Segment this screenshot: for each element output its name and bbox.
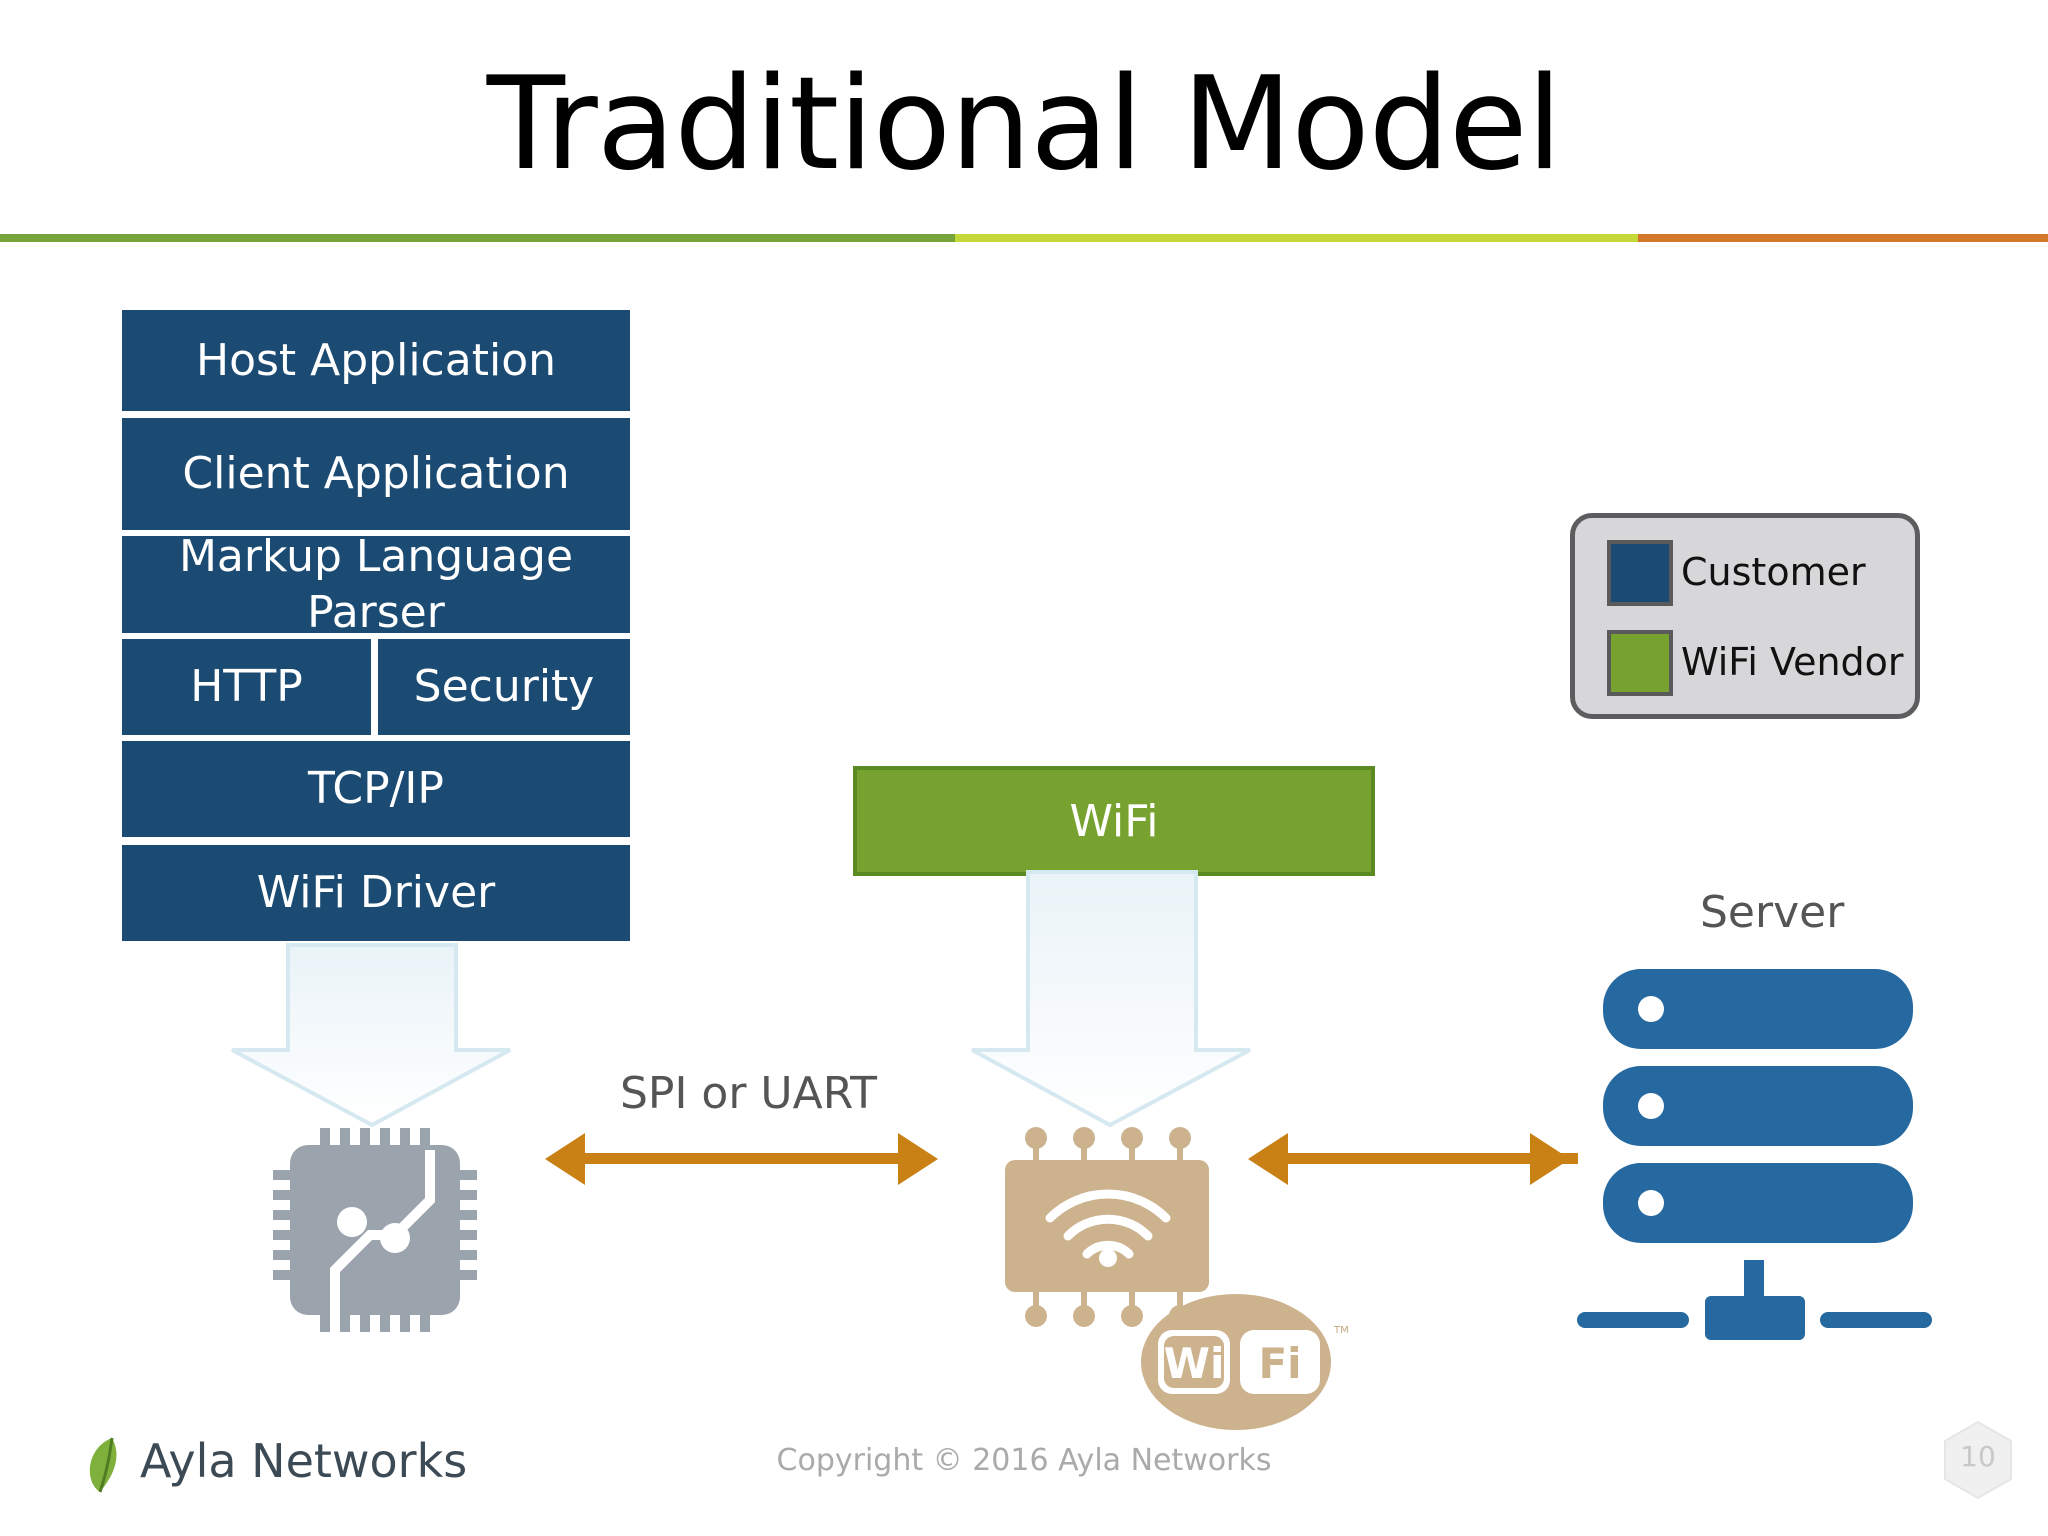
divider-orange: [1638, 234, 2048, 242]
server-label: Server: [1700, 887, 1845, 938]
down-arrow-icon: [231, 943, 511, 1128]
legend-swatch-customer: [1607, 540, 1673, 606]
mcu-chip-icon: [273, 1128, 477, 1332]
wifi-logo-text-fi: Fi: [1258, 1339, 1301, 1388]
legend: Customer WiFi Vendor: [1570, 513, 1920, 719]
client-application-label: Client Application: [182, 448, 570, 499]
page-number-badge: [1944, 1420, 2012, 1500]
http-label: HTTP: [190, 661, 303, 712]
interface-label: SPI or UART: [620, 1068, 877, 1119]
legend-swatch-wifi-vendor: [1607, 630, 1673, 696]
brand-name: Ayla Networks: [140, 1434, 468, 1488]
http-layer: HTTP: [122, 639, 371, 735]
bidirectional-arrow-icon: [1248, 1133, 1578, 1185]
host-application-layer: Host Application: [122, 310, 630, 411]
client-application-layer: Client Application: [122, 418, 630, 530]
bidirectional-arrow-icon: [545, 1133, 938, 1185]
divider-green: [0, 234, 955, 242]
tcpip-layer: TCP/IP: [122, 741, 630, 837]
divider-lime: [955, 234, 1638, 242]
security-layer: Security: [378, 639, 630, 735]
page-number: 10: [1960, 1440, 1996, 1473]
tcpip-label: TCP/IP: [308, 763, 444, 814]
wifi-module-label: WiFi: [1069, 795, 1159, 847]
copyright-text: Copyright © 2016 Ayla Networks: [776, 1443, 1272, 1478]
wifi-driver-layer: WiFi Driver: [122, 845, 630, 941]
wifi-module-layer: WiFi: [853, 766, 1375, 876]
markup-parser-label: Markup Language Parser: [178, 530, 574, 638]
host-application-label: Host Application: [195, 334, 556, 386]
wifi-chip-icon: [1005, 1127, 1209, 1327]
server-icon: [1577, 969, 1932, 1340]
wifi-alliance-logo-icon: Wi Fi TM: [1141, 1294, 1349, 1430]
security-label: Security: [413, 661, 595, 712]
down-arrow-icon: [971, 870, 1251, 1128]
legend-label-wifi-vendor: WiFi Vendor: [1681, 640, 1904, 684]
ayla-leaf-logo-icon: [89, 1437, 117, 1493]
legend-label-customer: Customer: [1681, 550, 1866, 594]
page-title: Traditional Model: [486, 50, 1562, 199]
trademark-mark: TM: [1333, 1325, 1349, 1336]
wifi-driver-label: WiFi Driver: [256, 867, 496, 918]
wifi-logo-text-wi: Wi: [1164, 1339, 1225, 1388]
markup-parser-layer: Markup Language Parser: [122, 531, 630, 638]
